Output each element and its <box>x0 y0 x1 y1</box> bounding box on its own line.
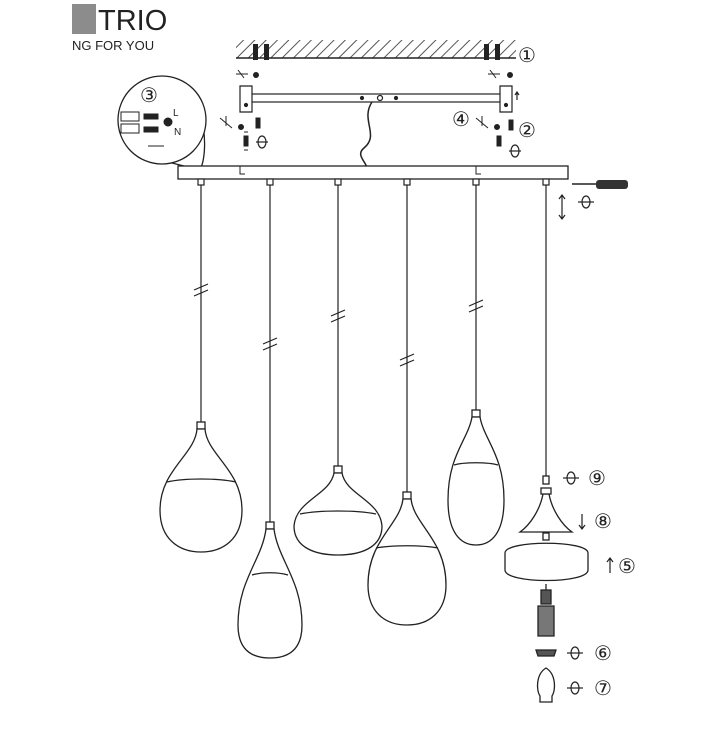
ceiling <box>236 40 516 60</box>
wire-live: L <box>173 108 179 119</box>
brand-name: TRIO <box>98 5 167 37</box>
pendant-cables <box>193 178 550 524</box>
supply-cable <box>359 101 373 171</box>
oval-glass <box>504 542 589 582</box>
terminal-block <box>120 111 173 147</box>
wiring-detail-bubble: L N <box>117 75 207 171</box>
rotate-icons <box>256 90 521 158</box>
brand-logo: TRIO NG FOR YOU <box>72 4 167 53</box>
ceiling-screws <box>236 69 513 79</box>
adjust-arrows <box>558 194 594 220</box>
shade-globe-1 <box>159 421 243 553</box>
logo-badge <box>72 4 96 34</box>
pendant-shades <box>159 409 589 703</box>
step-4-label: ④ <box>452 109 470 131</box>
shade-teardrop-1 <box>237 521 303 659</box>
step-8-label: ⑧ <box>594 511 612 533</box>
light-bulb <box>536 667 556 703</box>
step-9-label: ⑨ <box>588 468 606 490</box>
lamp-socket <box>540 589 552 605</box>
canopy-bar <box>177 165 569 180</box>
socket-ring <box>535 649 557 657</box>
shade-teardrop-2 <box>447 409 505 546</box>
screwdriver-icon <box>572 180 628 189</box>
step-1-label: ① <box>518 45 536 67</box>
bracket-screws <box>219 116 514 151</box>
step-2-label: ② <box>518 120 536 142</box>
cone-cover <box>517 493 575 533</box>
wire-neutral: N <box>174 127 181 138</box>
shade-oval-1 <box>293 465 383 556</box>
step-6-label: ⑥ <box>594 643 612 665</box>
step-3-label: ③ <box>140 85 158 107</box>
step-7-label: ⑦ <box>594 678 612 700</box>
shade-exploded <box>504 475 589 703</box>
mounting-bracket <box>239 85 513 113</box>
brand-tagline: NG FOR YOU <box>72 38 154 53</box>
exploded-step-icons <box>563 471 614 695</box>
shade-globe-2 <box>367 491 447 626</box>
step-5-label: ⑤ <box>618 556 636 578</box>
